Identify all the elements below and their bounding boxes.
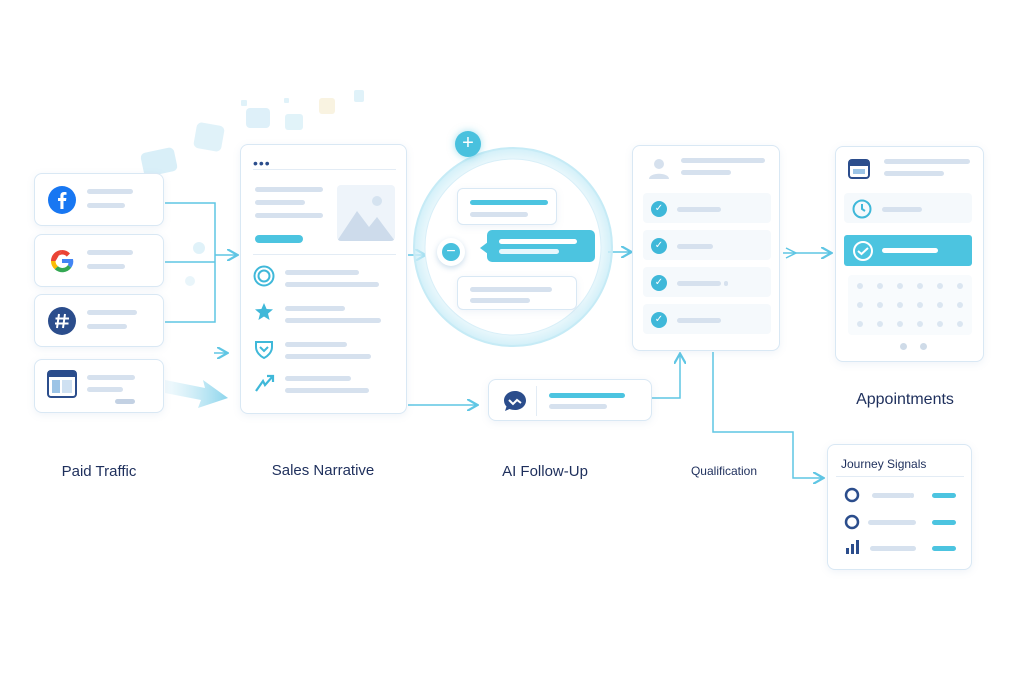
check-icon: ✓: [651, 275, 667, 291]
check-icon: [853, 241, 873, 261]
chat-bubble-icon: [504, 391, 526, 411]
stage-label-paid-traffic: Paid Traffic: [61, 463, 137, 480]
connector-widget-qual: [652, 355, 680, 399]
sales-narrative-page: •••: [240, 144, 407, 414]
pager-dot[interactable]: [920, 343, 927, 350]
facebook-icon: [48, 186, 76, 214]
stage-label-appointments: Appointments: [856, 391, 954, 408]
bar-chart-icon: [846, 540, 859, 554]
target-icon: [253, 265, 275, 287]
browser-window-icon: [47, 370, 77, 398]
check-icon: ✓: [651, 201, 667, 217]
messenger-widget[interactable]: [488, 379, 652, 421]
minus-circle-icon[interactable]: −: [437, 238, 465, 266]
connector-hashtag: [165, 255, 216, 323]
chat-message-2: [480, 230, 595, 262]
stage-label-ai-follow-up: AI Follow-Up: [502, 463, 588, 480]
pager-dot[interactable]: [900, 343, 907, 350]
chat-message-3: [457, 276, 577, 310]
chat-message-1: [457, 188, 557, 225]
star-icon: [255, 303, 273, 320]
selected-appointment-slot[interactable]: [844, 235, 972, 266]
shield-icon: [255, 341, 273, 359]
calendar-icon: [848, 159, 870, 179]
check-icon: ✓: [651, 312, 667, 328]
arrow-trend-icon: [255, 374, 275, 392]
window-dots: •••: [253, 155, 271, 171]
source-card-hashtag[interactable]: [34, 294, 164, 347]
add-circle-icon[interactable]: +: [455, 131, 481, 157]
appointments-calendar: [835, 146, 984, 362]
hero-image-placeholder: [337, 185, 395, 241]
ring-icon: [844, 487, 860, 503]
check-icon: ✓: [651, 238, 667, 254]
connector-qual-signals: [712, 352, 822, 478]
source-card-browser[interactable]: [34, 359, 164, 413]
calendar-day-grid: [848, 275, 972, 335]
stage-label-qualification: Qualification: [690, 464, 758, 478]
source-card-facebook[interactable]: [34, 173, 164, 226]
google-icon: [51, 250, 74, 273]
qualification-checklist: ✓ ✓ ✓ ✓: [632, 145, 780, 351]
stage-label-sales-narrative: Sales Narrative: [271, 462, 375, 479]
connector-facebook: [165, 202, 216, 255]
ring-icon: [844, 514, 860, 530]
clock-icon: [852, 199, 872, 219]
source-card-google[interactable]: [34, 234, 164, 287]
journey-signals-title: Journey Signals: [841, 457, 927, 471]
journey-signals-panel: Journey Signals: [827, 444, 972, 570]
user-icon: [649, 159, 669, 179]
big-arrow: [165, 380, 228, 408]
hashtag-icon: [48, 307, 76, 335]
floating-decor: [140, 90, 364, 286]
